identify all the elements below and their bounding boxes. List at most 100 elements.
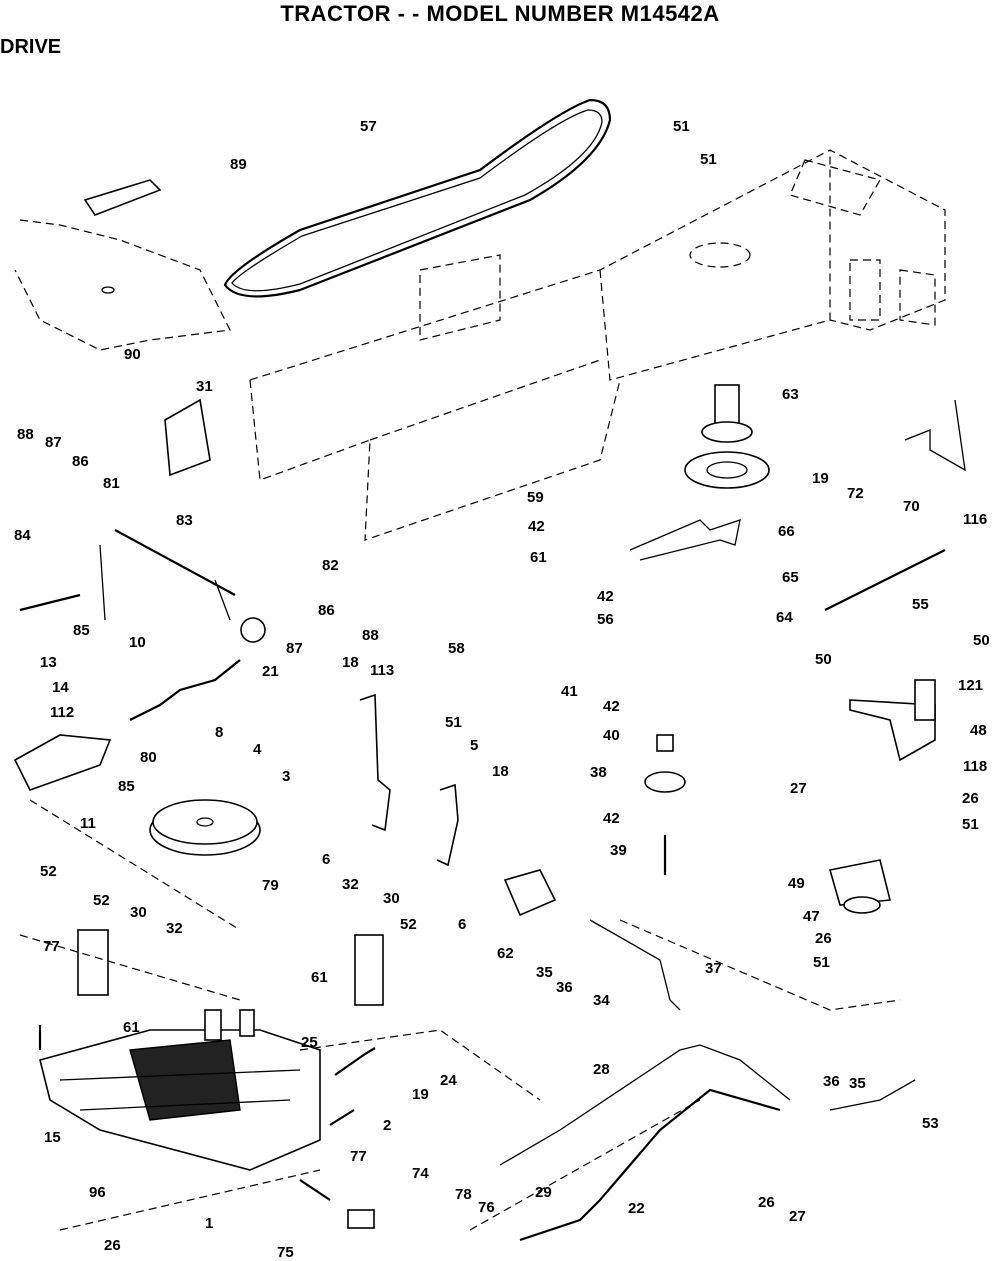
callout-62: 62 — [497, 945, 514, 962]
callout-42a: 42 — [528, 518, 545, 535]
callout-38: 38 — [590, 764, 607, 781]
callout-96: 96 — [89, 1184, 106, 1201]
callout-11: 11 — [80, 815, 96, 832]
callout-86b: 86 — [318, 602, 335, 619]
callout-74: 74 — [412, 1165, 429, 1182]
callout-72: 72 — [847, 485, 864, 502]
shift-lever-8 — [129, 659, 241, 721]
callout-50b: 50 — [815, 651, 832, 668]
callout-41: 41 — [561, 683, 578, 700]
bushing-62 — [503, 869, 557, 917]
callout-76: 76 — [478, 1199, 495, 1216]
callout-85b: 85 — [118, 778, 135, 795]
bracket-49 — [828, 859, 892, 906]
callout-85a: 85 — [73, 622, 90, 639]
callout-57: 57 — [360, 118, 377, 135]
callout-52b: 52 — [93, 892, 110, 909]
callout-121: 121 — [958, 677, 983, 694]
callout-4: 4 — [253, 741, 262, 758]
callout-55: 55 — [912, 596, 929, 613]
callout-34: 34 — [593, 992, 610, 1009]
callout-63: 63 — [782, 386, 799, 403]
callout-18a: 18 — [342, 654, 359, 671]
callout-83: 83 — [176, 512, 193, 529]
rod-70 — [904, 399, 966, 472]
pulley-38 — [644, 771, 686, 793]
callout-6a: 6 — [322, 851, 330, 868]
shield-31 — [164, 398, 211, 477]
pulley-3 — [149, 799, 261, 856]
callout-51d: 51 — [962, 816, 979, 833]
callout-40: 40 — [603, 727, 620, 744]
callout-21: 21 — [262, 663, 279, 680]
callout-28: 28 — [593, 1061, 610, 1078]
page-title: TRACTOR - - MODEL NUMBER M14542A — [280, 1, 720, 26]
callout-1: 1 — [205, 1215, 213, 1232]
callout-35a: 35 — [536, 964, 553, 981]
callout-51c: 51 — [445, 714, 462, 731]
callout-77a: 77 — [43, 938, 60, 955]
callout-113: 113 — [370, 662, 394, 679]
callout-66: 66 — [778, 523, 795, 540]
callout-19a: 19 — [812, 470, 829, 487]
callout-30b: 30 — [383, 890, 400, 907]
knob-21 — [240, 617, 266, 643]
bracket-5 — [436, 783, 459, 867]
shaft-81 — [114, 529, 236, 596]
callout-36a: 36 — [556, 979, 573, 996]
callout-51b: 51 — [700, 151, 717, 168]
callout-79: 79 — [262, 877, 279, 894]
callout-30a: 30 — [130, 904, 147, 921]
callout-24: 24 — [440, 1072, 457, 1089]
callout-78: 78 — [455, 1186, 472, 1203]
pulley-47 — [843, 896, 881, 914]
front-panel — [14, 219, 231, 351]
rod-34 — [589, 919, 681, 1011]
callout-61b: 61 — [123, 1019, 140, 1036]
callout-10: 10 — [129, 634, 146, 651]
idler-arm-66 — [629, 519, 741, 561]
transaxle-1 — [38, 1009, 331, 1201]
callout-56: 56 — [597, 611, 614, 628]
callout-42b: 42 — [597, 588, 614, 605]
callout-89: 89 — [230, 156, 247, 173]
callout-82: 82 — [322, 557, 339, 574]
callout-25: 25 — [301, 1034, 318, 1051]
callout-87b: 87 — [286, 640, 303, 657]
spring-55 — [824, 549, 946, 611]
callout-50a: 50 — [973, 632, 990, 649]
callout-80: 80 — [140, 749, 157, 766]
callout-64: 64 — [776, 609, 793, 626]
callout-32b: 32 — [342, 876, 359, 893]
bracket-80 — [13, 734, 112, 791]
callout-26c: 26 — [104, 1237, 121, 1254]
callout-26d: 26 — [758, 1194, 775, 1211]
callout-75: 75 — [277, 1244, 294, 1261]
callout-5: 5 — [470, 737, 478, 754]
callout-52a: 52 — [40, 863, 57, 880]
callout-47: 47 — [803, 908, 820, 925]
callout-77b: 77 — [350, 1148, 367, 1165]
rod-22 — [519, 1088, 781, 1242]
callout-87a: 87 — [45, 434, 62, 451]
callout-39: 39 — [610, 842, 627, 859]
bracket-89 — [83, 179, 162, 216]
callout-49: 49 — [788, 875, 805, 892]
callout-61a: 61 — [530, 549, 547, 566]
callout-48: 48 — [970, 722, 987, 739]
callout-2: 2 — [383, 1117, 391, 1134]
callout-18b: 18 — [492, 763, 509, 780]
tractor-frame — [249, 149, 946, 541]
callout-37: 37 — [705, 960, 722, 977]
callout-42d: 42 — [603, 810, 620, 827]
callout-29: 29 — [535, 1184, 552, 1201]
assembly-lines — [19, 799, 901, 1231]
callout-53: 53 — [922, 1115, 939, 1132]
callout-61c: 61 — [311, 969, 328, 986]
callout-90: 90 — [124, 346, 141, 363]
callout-112: 112 — [50, 704, 74, 721]
callout-32a: 32 — [166, 920, 183, 937]
callout-81: 81 — [103, 475, 120, 492]
spring-2 — [329, 1109, 355, 1126]
